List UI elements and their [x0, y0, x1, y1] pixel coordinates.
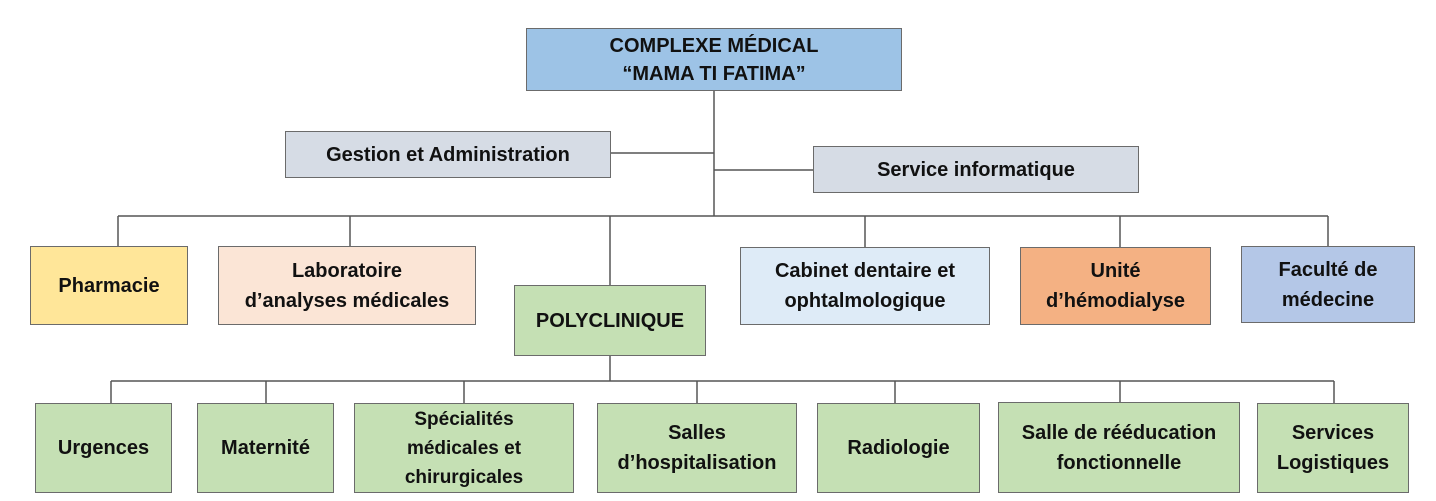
specialties-node: Spécialités médicales et chirurgicales — [354, 403, 574, 493]
dental-label: Cabinet dentaire et ophtalmologique — [774, 260, 956, 312]
it-service-node: Service informatique — [813, 146, 1139, 193]
root-title-line2: “MAMA TI FATIMA” — [622, 62, 806, 85]
maternity-label: Maternité — [221, 437, 310, 459]
logistics-label: Services Logistiques — [1276, 422, 1390, 474]
radiology-label: Radiologie — [847, 437, 950, 459]
faculty-node: Faculté de médecine — [1241, 246, 1415, 323]
hospitalization-label: Salles d’hospitalisation — [617, 422, 777, 474]
dialysis-node: Unité d’hémodialyse — [1020, 247, 1211, 325]
maternity-node: Maternité — [197, 403, 334, 493]
root-node: COMPLEXE MÉDICAL “MAMA TI FATIMA” — [526, 28, 902, 91]
laboratory-node: Laboratoire d’analyses médicales — [218, 246, 476, 325]
logistics-node: Services Logistiques — [1257, 403, 1409, 493]
management-label: Gestion et Administration — [326, 143, 570, 166]
root-title-line1: COMPLEXE MÉDICAL — [609, 34, 819, 57]
rehabilitation-node: Salle de rééducation fonctionnelle — [998, 402, 1240, 493]
pharmacy-label: Pharmacie — [58, 274, 160, 297]
radiology-node: Radiologie — [817, 403, 980, 493]
pharmacy-node: Pharmacie — [30, 246, 188, 325]
hospitalization-node: Salles d’hospitalisation — [597, 403, 797, 493]
polyclinic-node: POLYCLINIQUE — [514, 285, 706, 356]
rehabilitation-label: Salle de rééducation fonctionnelle — [1021, 421, 1217, 474]
emergency-node: Urgences — [35, 403, 172, 493]
dental-node: Cabinet dentaire et ophtalmologique — [740, 247, 990, 325]
dialysis-label: Unité d’hémodialyse — [1046, 260, 1185, 312]
it-service-label: Service informatique — [877, 158, 1075, 181]
laboratory-label: Laboratoire d’analyses médicales — [244, 259, 450, 312]
faculty-label: Faculté de médecine — [1278, 258, 1378, 311]
polyclinic-label: POLYCLINIQUE — [535, 309, 685, 332]
specialties-label: Spécialités médicales et chirurgicales — [404, 408, 524, 488]
management-node: Gestion et Administration — [285, 131, 611, 178]
emergency-label: Urgences — [57, 437, 150, 459]
